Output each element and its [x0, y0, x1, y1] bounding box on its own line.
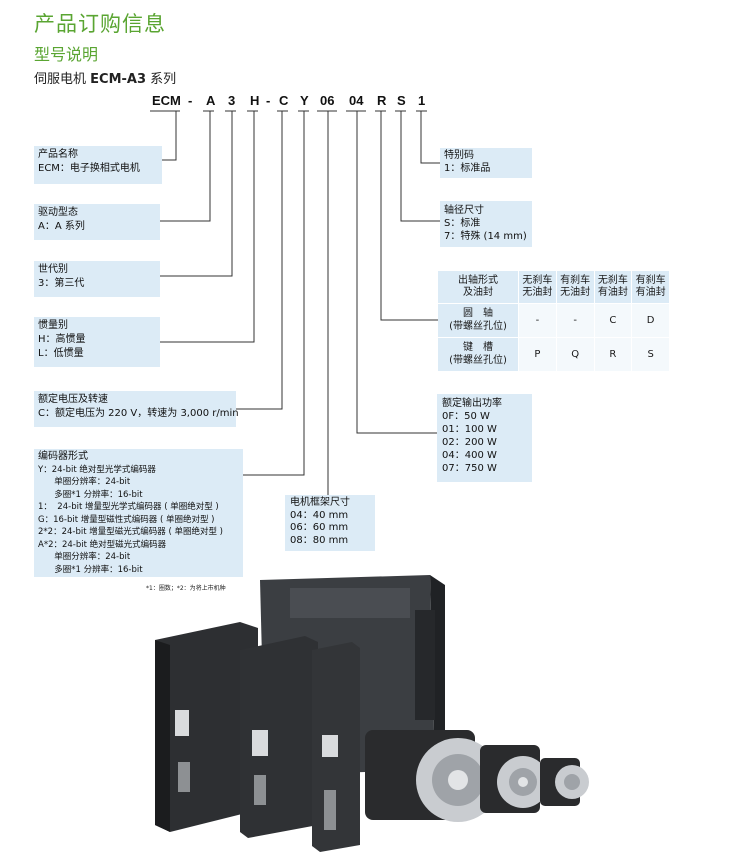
box-line: 0F：50 W — [442, 411, 490, 422]
box-line: 04：40 mm — [290, 509, 349, 521]
box-line: G：16-bit 增量型磁性式编码器 ( 单圈绝对型 ) — [38, 514, 215, 525]
code-06: 06 — [320, 93, 335, 108]
table-cell: - — [518, 303, 557, 338]
table-header-cell: 有刹车 有油封 — [631, 271, 670, 304]
table-header-cell: 有刹车 无油封 — [556, 271, 595, 304]
table-cell: D — [631, 303, 670, 338]
table-header-cell: 出轴形式 及油封 — [438, 271, 519, 304]
box-title: 产品名称 — [38, 149, 78, 160]
code-1: 1 — [418, 93, 426, 108]
code-ecm: ECM — [152, 93, 181, 108]
table-cell: Q — [556, 337, 595, 372]
box-line: 多圈*1 分辨率：16-bit — [38, 489, 143, 500]
box-title: 驱动型态 — [38, 207, 78, 218]
table-cell: S — [631, 337, 670, 372]
footnote: *1：圈数；*2：为将上市机种 — [146, 585, 226, 592]
box-line: 1： 24-bit 增量型光学式编码器 ( 单圈绝对型 ) — [38, 502, 219, 512]
code-y: Y — [300, 93, 309, 108]
table-cell: R — [594, 337, 633, 372]
box-title: 特别码 — [444, 150, 474, 161]
box-encoder: 编码器形式 Y：24-bit 绝对型光学式编码器 单圈分辨率：24-bit 多圈… — [34, 449, 243, 577]
box-line: 单圈分辨率：24-bit — [38, 552, 131, 562]
series-suffix: 系列 — [150, 72, 177, 87]
table-header-cell: 无刹车 有油封 — [594, 271, 633, 304]
box-inertia: 惯量别 H：高惯量 L：低惯量 — [34, 317, 160, 367]
box-line: H：高惯量 — [38, 334, 86, 345]
table-row-label: 键 槽 (带螺丝孔位) — [438, 337, 519, 372]
box-line: S：标准 — [444, 218, 481, 229]
code-dash-1: - — [188, 93, 193, 108]
box-title: 编码器形式 — [38, 451, 88, 462]
box-shaft-diameter: 轴径尺寸 S：标准 7：特殊 (14 mm) — [440, 201, 532, 247]
box-line: 多圈*1 分辨率：16-bit — [38, 564, 143, 575]
box-line: 2*2：24-bit 增量型磁光式编码器 ( 单圈绝对型 ) — [38, 527, 223, 537]
product-photo — [155, 575, 589, 852]
page-title: 产品订购信息 — [34, 12, 166, 36]
box-line: 7：特殊 (14 mm) — [444, 231, 527, 242]
box-line: 1：标准品 — [444, 163, 491, 174]
code-h: H — [250, 93, 260, 108]
box-line: ECM：电子换相式电机 — [38, 163, 140, 174]
box-title: 额定输出功率 — [442, 398, 502, 409]
code-04: 04 — [349, 93, 364, 108]
box-line: A*2：24-bit 绝对型磁光式编码器 — [38, 539, 167, 550]
box-line: C：额定电压为 220 V，转速为 3,000 r/min — [38, 408, 239, 419]
box-line: 07：750 W — [442, 463, 497, 474]
box-title: 世代别 — [38, 264, 68, 275]
table-cell: - — [556, 303, 595, 338]
box-title: 电机框架尺寸 — [290, 497, 350, 508]
box-rated-power: 额定输出功率 0F：50 W 01：100 W 02：200 W 04：400 … — [437, 394, 532, 482]
box-frame-size: 电机框架尺寸 04：40 mm 06：60 mm 08：80 mm — [285, 495, 375, 551]
box-voltage-speed: 额定电压及转速 C：额定电压为 220 V，转速为 3,000 r/min — [34, 391, 239, 427]
box-product-name: 产品名称 ECM：电子换相式电机 — [34, 146, 162, 184]
code-c: C — [279, 93, 289, 108]
box-line: Y：24-bit 绝对型光学式编码器 — [38, 464, 156, 475]
code-a: A — [206, 93, 216, 108]
box-line: 06：60 mm — [290, 522, 349, 533]
box-line: A：A 系列 — [38, 221, 85, 232]
box-title: 额定电压及转速 — [38, 394, 108, 405]
box-line: 02：200 W — [442, 437, 497, 448]
box-line: 单圈分辨率：24-bit — [38, 477, 131, 487]
code-s: S — [397, 93, 406, 108]
box-title: 惯量别 — [38, 320, 68, 331]
code-r: R — [377, 93, 387, 108]
code-3: 3 — [228, 93, 236, 108]
series-heading: 伺服电机 ECM-A3 系列 — [34, 68, 176, 87]
series-prefix: 伺服电机 — [34, 72, 87, 87]
shaft-type-table: 出轴形式 及油封 无刹车 无油封 有刹车 无油封 无刹车 有油封 有刹车 有油封… — [438, 271, 670, 372]
table-cell: C — [594, 303, 633, 338]
box-drive-type: 驱动型态 A：A 系列 — [34, 204, 160, 240]
box-generation: 世代别 3：第三代 — [34, 261, 160, 297]
code-dash-2: - — [266, 93, 271, 108]
box-line: 3：第三代 — [38, 278, 85, 289]
box-line: 08：80 mm — [290, 534, 349, 546]
table-row-label: 圆 轴 (带螺丝孔位) — [438, 303, 519, 338]
box-line: 01：100 W — [442, 424, 497, 435]
box-line: 04：400 W — [442, 450, 497, 461]
box-line: L：低惯量 — [38, 348, 84, 359]
series-model: ECM-A3 — [90, 72, 147, 87]
box-special-code: 特别码 1：标准品 — [440, 148, 532, 178]
table-header-cell: 无刹车 无油封 — [518, 271, 557, 304]
section-subtitle: 型号说明 — [34, 45, 99, 64]
table-cell: P — [518, 337, 557, 372]
box-title: 轴径尺寸 — [444, 205, 484, 216]
